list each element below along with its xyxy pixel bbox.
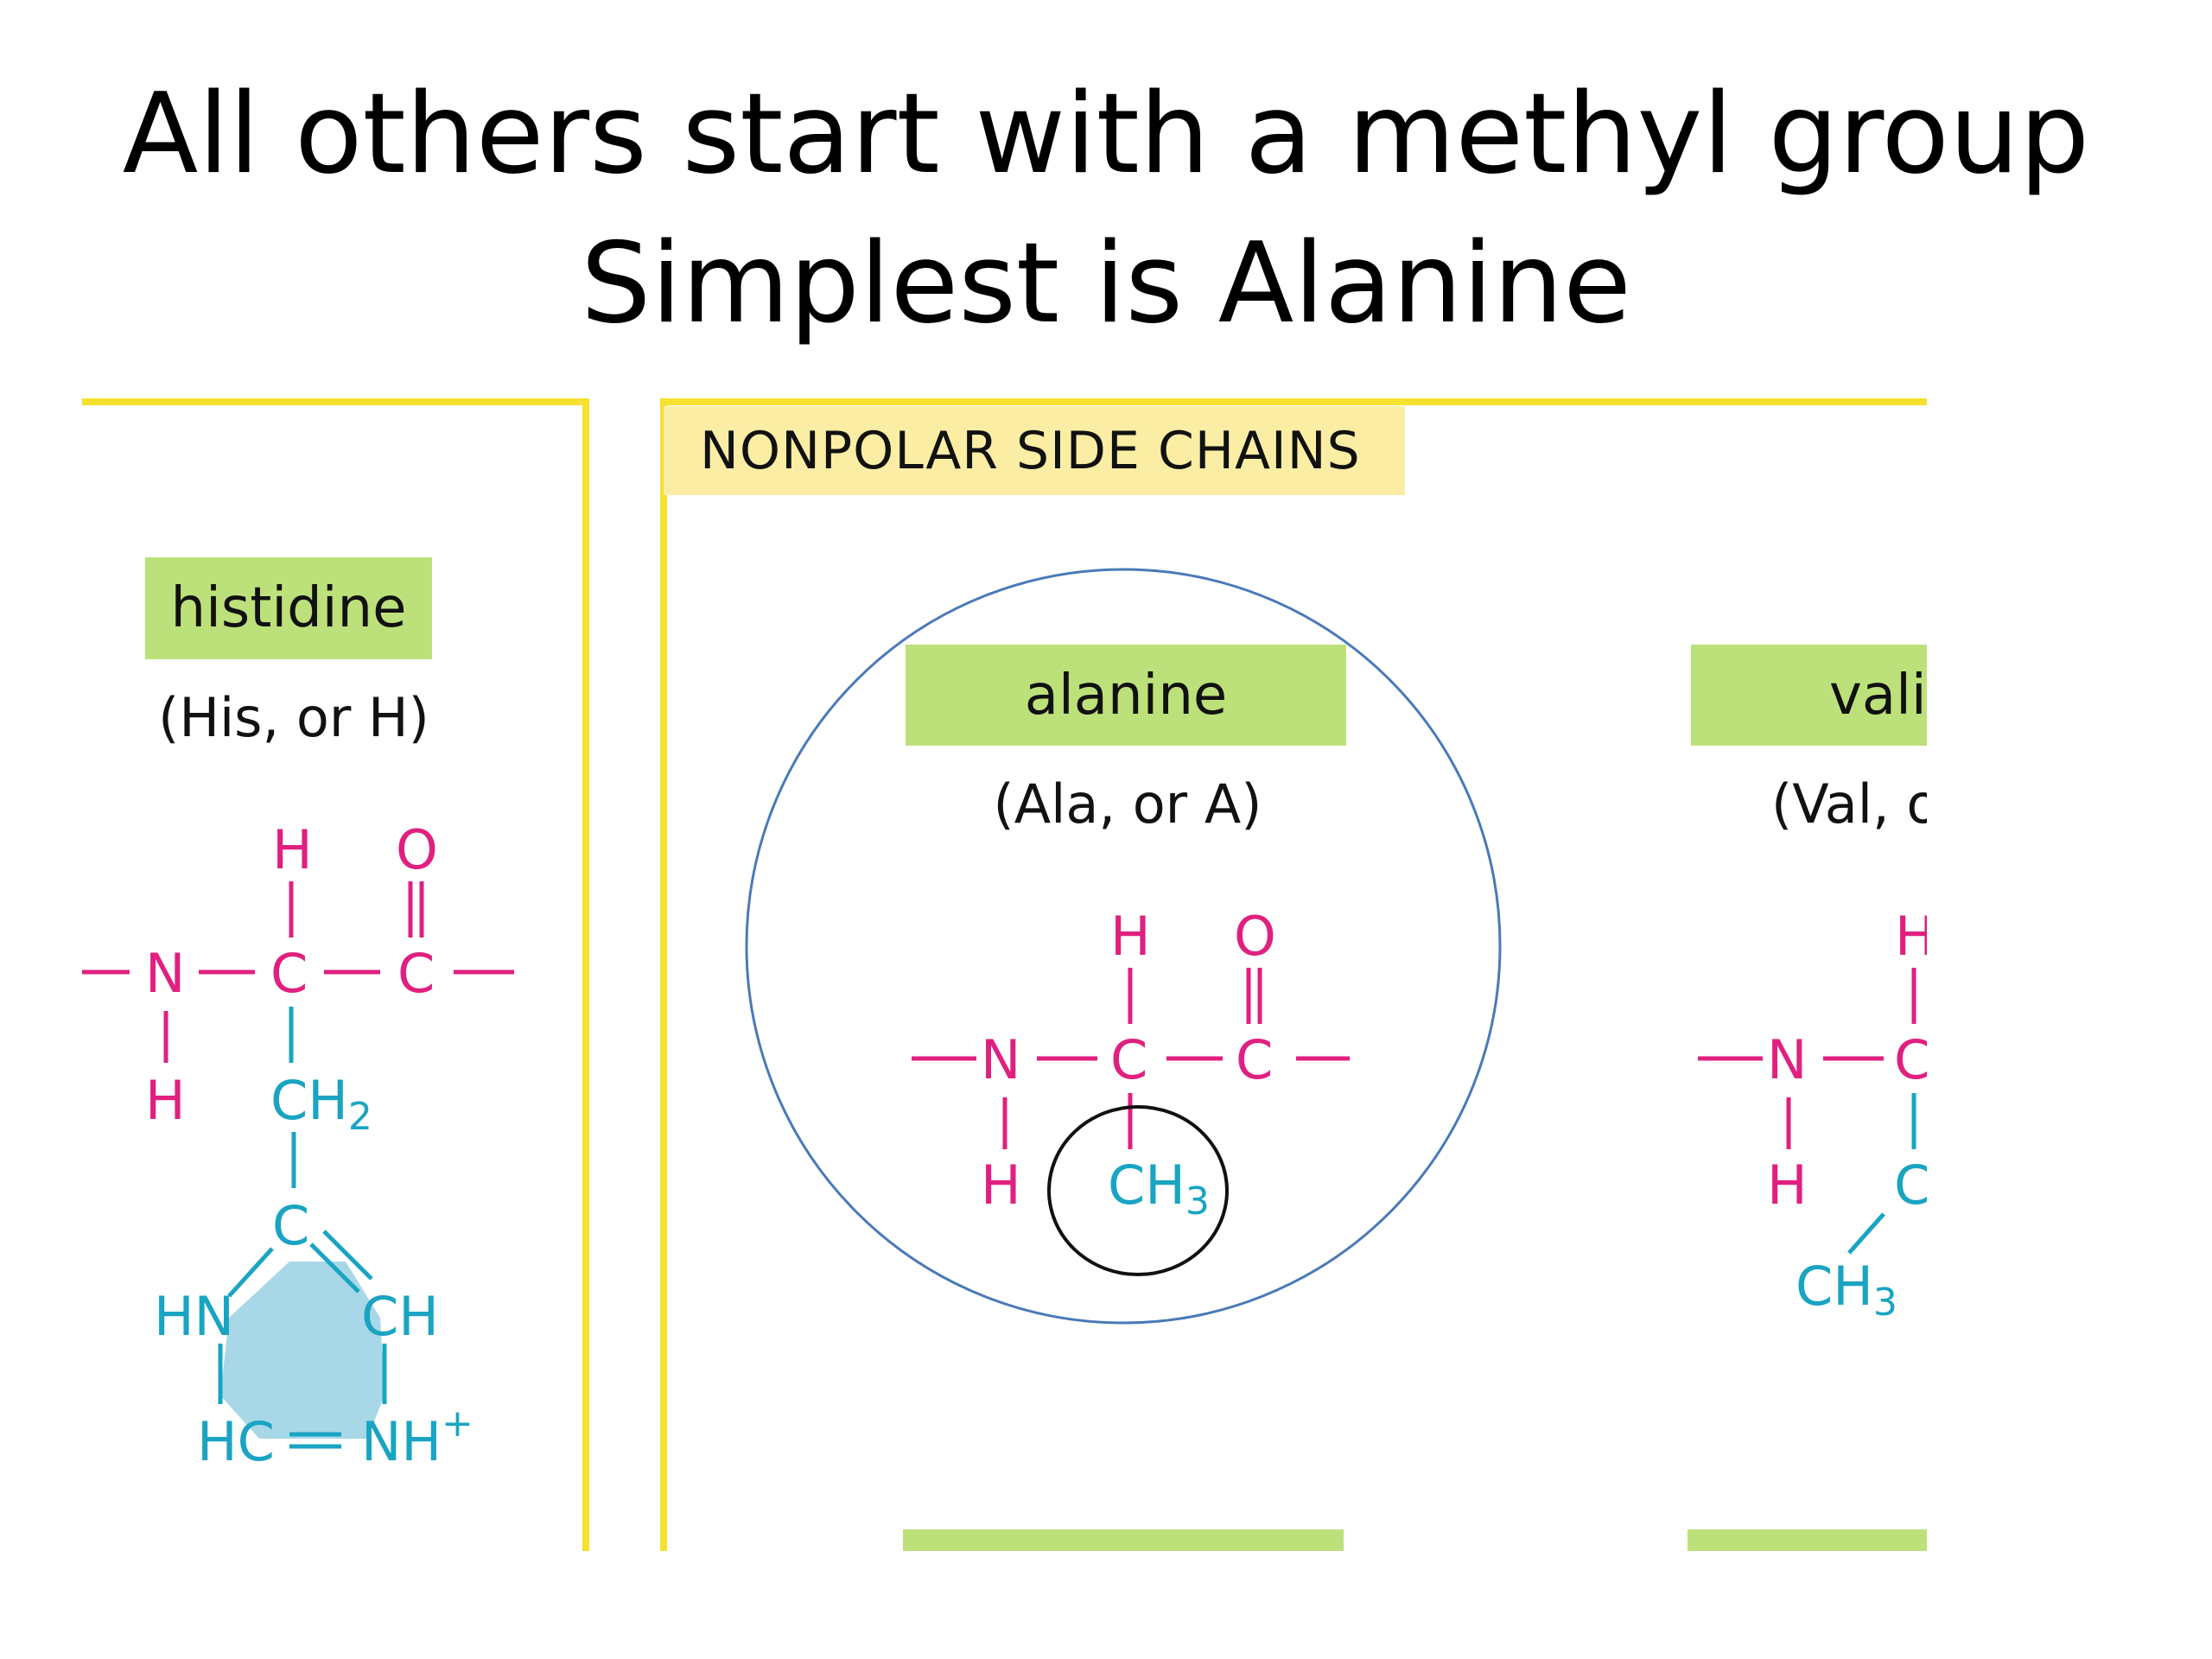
alanine-label: alanine (906, 645, 1346, 746)
histidine-abbr: (His, or H) (158, 691, 429, 745)
valine-structure: H N C H C CH3 (1698, 905, 1936, 1325)
val-atom-ch3: CH3 (1796, 1255, 1897, 1325)
ala-atom-n: N (981, 1028, 1020, 1091)
methyl-group-circle (1047, 1105, 1229, 1276)
alanine-abbr: (Ala, or A) (993, 778, 1262, 831)
his-atom-hn: HN (154, 1285, 234, 1348)
histidine-structure: H O N C C H CH2 C HN CH HC NH+ (82, 818, 514, 1473)
his-atom-ch: CH (361, 1285, 439, 1348)
his-atom-hc: HC (197, 1410, 275, 1473)
his-atom-nh: NH+ (361, 1402, 474, 1473)
his-atom-c-alpha: C (270, 942, 308, 1005)
ala-atom-h-top: H (1110, 905, 1151, 968)
valine-label-text: vali (1829, 663, 1927, 728)
his-atom-ch2: CH2 (270, 1069, 372, 1139)
alanine-highlight-circle (745, 568, 1502, 1325)
his-atom-c-carbonyl: C (397, 942, 435, 1005)
his-atom-h-top: H (272, 818, 313, 881)
his-atom-o-top: O (396, 818, 438, 881)
ala-atom-c-alpha: C (1110, 1028, 1147, 1091)
val-atom-n: N (1767, 1028, 1807, 1091)
histidine-label: histidine (145, 557, 432, 659)
his-atom-h-bottom: H (145, 1069, 186, 1132)
ala-atom-o-top: O (1234, 905, 1276, 968)
next-label-bar-left (903, 1529, 1344, 1551)
val-atom-h-top: H (1895, 905, 1936, 968)
imidazole-ring-fill (220, 1262, 385, 1439)
alanine-structure: H O N C C H CH3 (912, 905, 1350, 1276)
histidine-panel-border (82, 398, 589, 1551)
val-atom-c-side: C (1894, 1154, 1931, 1217)
valine-abbr: (Val, o (1771, 778, 1927, 831)
next-label-bar-right (1688, 1529, 1927, 1551)
ala-atom-c-carbonyl: C (1236, 1028, 1273, 1091)
ala-atom-h-bottom: H (981, 1154, 1021, 1217)
slide-title-line-2: Simplest is Alanine (581, 219, 1631, 348)
val-atom-h-bottom: H (1767, 1154, 1808, 1217)
ala-atom-ch3: CH3 (1108, 1154, 1210, 1224)
section-banner-nonpolar: NONPOLAR SIDE CHAINS (664, 406, 1405, 495)
slide-title-line-1: All others start with a methyl group (122, 70, 2090, 199)
val-atom-c-alpha: C (1894, 1028, 1931, 1091)
his-atom-c-ring: C (272, 1194, 309, 1257)
valine-label: vali (1691, 645, 1927, 746)
his-atom-n: N (145, 942, 185, 1005)
nonpolar-panel-border (660, 398, 1927, 1551)
